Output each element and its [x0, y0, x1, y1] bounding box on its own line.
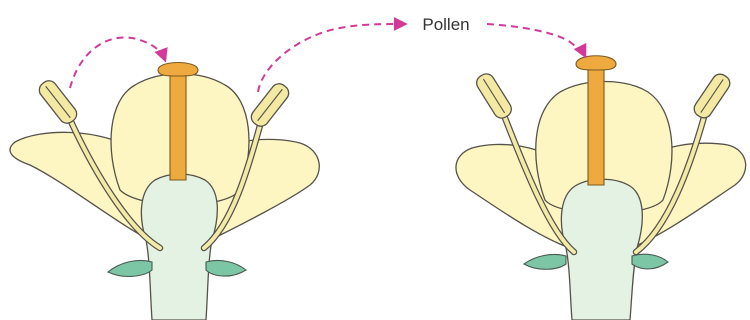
left-flower-sepal-left — [108, 260, 152, 276]
right-flower-stigma — [576, 56, 616, 70]
flower-left — [10, 63, 319, 320]
right-flower-stamen-left-anther — [474, 71, 515, 121]
right-flower-stamen-right-anther — [691, 71, 733, 121]
cross-pollination-arrow-right — [487, 24, 585, 56]
left-flower-pistil — [170, 72, 186, 180]
pollen-label: Pollen — [422, 15, 469, 34]
right-flower-sepal-left — [524, 254, 566, 269]
left-flower-stamen-left-anther — [36, 78, 80, 127]
left-flower-stigma — [158, 63, 198, 77]
cross-pollination-arrow-left — [258, 24, 405, 92]
flower-right — [456, 56, 746, 320]
left-flower-sepal-right — [206, 260, 246, 276]
left-flower-stamen-right-anther — [248, 81, 292, 130]
right-flower-sepal-right — [632, 254, 668, 269]
right-flower-pistil — [588, 66, 604, 185]
